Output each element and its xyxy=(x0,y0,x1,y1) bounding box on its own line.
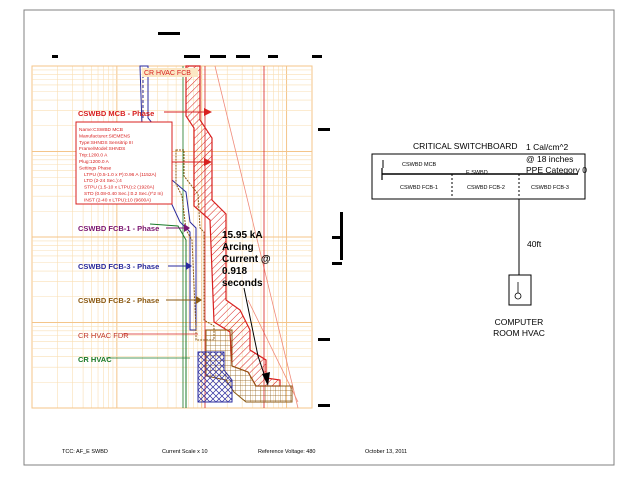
main-breaker-label: CSWBD MCB xyxy=(402,162,437,168)
settings-lines: Name:CSWBD MCBManufacturer:SIEMENSType:S… xyxy=(79,127,163,203)
cr-hvac-fcb-band xyxy=(185,65,281,387)
footer-reference-voltage: Reference Voltage: 480 xyxy=(258,449,316,455)
settings-line: Trip:1200.0 A xyxy=(79,153,108,159)
tick-label-mark xyxy=(184,55,200,58)
arc-flash-note-line: seconds xyxy=(222,278,263,289)
settings-line: Type:SHNDS Sensitrip III xyxy=(79,140,133,146)
settings-arrowhead xyxy=(204,158,212,166)
fcb3-curve-label: CSWBD FCB-3 - Phase xyxy=(78,262,159,271)
fcb2-arrowhead xyxy=(196,296,202,304)
feeder-fcb1-label: CSWBD FCB-1 xyxy=(400,185,438,191)
one-line-diagram: CRITICAL SWITCHBOARD 1 Cal/cm^2 @ 18 inc… xyxy=(371,141,587,338)
tick-label-mark xyxy=(318,404,330,407)
switchboard-enclosure xyxy=(371,153,586,200)
arc-flash-arrowhead xyxy=(262,372,270,386)
footer-current-scale: Current Scale x 10 xyxy=(162,449,208,455)
feeder-fcb3-label: CSWBD FCB-3 xyxy=(531,185,569,191)
mcb-curve-label: CSWBD MCB - Phase xyxy=(78,109,154,118)
cr-hvac-breaker-band xyxy=(197,351,233,403)
fcb1-arrowhead xyxy=(184,224,190,232)
crfdr-curve-label: CR HVAC FDR xyxy=(78,331,129,340)
bus-label: E SWBD xyxy=(466,170,488,176)
settings-line: Settings Phase xyxy=(79,165,112,171)
tcc-plot-grid xyxy=(31,65,313,409)
damage-curve-line xyxy=(214,65,299,409)
arc-flash-note-line: 15.95 kA xyxy=(222,230,263,241)
footer-date: October 13, 2011 xyxy=(365,449,407,455)
settings-line: STPU (1.5-10 x LTPU):2 (1920A) xyxy=(84,185,155,191)
arc-flash-note-line: 0.918 xyxy=(222,266,247,277)
tick-label-mark xyxy=(210,55,226,58)
main-curve-label: CR HVAC FCB xyxy=(144,70,191,77)
settings-line: STD (0.08-0.40 Sec.):0.2 Sec.(I^2 In) xyxy=(84,191,163,197)
feeder-fcb2-label: CSWBD FCB-2 xyxy=(467,185,505,191)
settings-line: Manufacturer:SIEMENS xyxy=(79,133,130,139)
tick-label-mark xyxy=(318,338,330,341)
cr-hvac-green-curve xyxy=(149,223,187,408)
settings-line: LTD (2-24 Sec.):4 xyxy=(84,178,122,184)
settings-box-frame xyxy=(75,121,173,205)
curve-labels: CR HVAC FCB CSWBD MCB - Phase CSWBD FCB-… xyxy=(78,68,198,364)
tick-label-mark xyxy=(318,128,330,131)
crhvac-curve-label: CR HVAC xyxy=(78,355,112,364)
incident-energy-line-3: PPE Category 0 xyxy=(526,165,587,175)
y-axis-title-mark xyxy=(340,212,343,260)
tick-label-mark xyxy=(312,55,322,58)
incident-energy-line-2: @ 18 inches xyxy=(526,154,573,164)
breaker-settings-box: Name:CSWBD MCBManufacturer:SIEMENSType:S… xyxy=(75,121,173,205)
settings-line: Name:CSWBD MCB xyxy=(79,127,123,133)
incident-energy-line-1: 1 Cal/cm^2 xyxy=(526,142,569,152)
load-label-line-2: ROOM HVAC xyxy=(493,328,545,338)
tick-label-mark xyxy=(52,55,58,58)
load-label-line-1: COMPUTER xyxy=(495,317,544,327)
fcb1-curve-label: CSWBD FCB-1 - Phase xyxy=(78,224,159,233)
mcb-arrowhead xyxy=(204,108,212,116)
report-footer: TCC: AF_E SWBD Current Scale x 10 Refere… xyxy=(62,449,407,455)
settings-line: Plug:1200.0 A xyxy=(79,159,110,165)
settings-line: Frame/Model:SHNDS xyxy=(79,146,125,152)
arc-flash-note-line: Arcing xyxy=(222,242,254,253)
footer-tcc-name: TCC: AF_E SWBD xyxy=(62,449,108,455)
arc-flash-pointer xyxy=(243,287,267,381)
damage-curve-line-2 xyxy=(247,299,299,403)
switchboard-title: CRITICAL SWITCHBOARD xyxy=(413,141,518,151)
load-box xyxy=(508,274,532,306)
tcc-tick-marks xyxy=(52,32,343,407)
settings-line: INST (2-40 x LTPU):10 (9600A) xyxy=(84,197,151,203)
tick-label-mark xyxy=(158,32,180,35)
tick-label-mark xyxy=(332,262,342,265)
cswbd-fcb2-band xyxy=(175,149,215,341)
arc-flash-note-line: Current @ xyxy=(222,254,271,265)
tick-label-mark xyxy=(268,55,278,58)
main-label-bg xyxy=(142,68,198,77)
fcb2-curve-label: CSWBD FCB-2 - Phase xyxy=(78,296,159,305)
cable-length-label: 40ft xyxy=(527,239,542,249)
fcb3-arrowhead xyxy=(186,262,192,270)
tick-label-mark xyxy=(236,55,250,58)
settings-line: LTPU (0.5-1.0 x P):0.96 A (1152A) xyxy=(84,172,157,178)
tcc-curves xyxy=(106,65,299,409)
tick-label-mark xyxy=(332,236,342,239)
